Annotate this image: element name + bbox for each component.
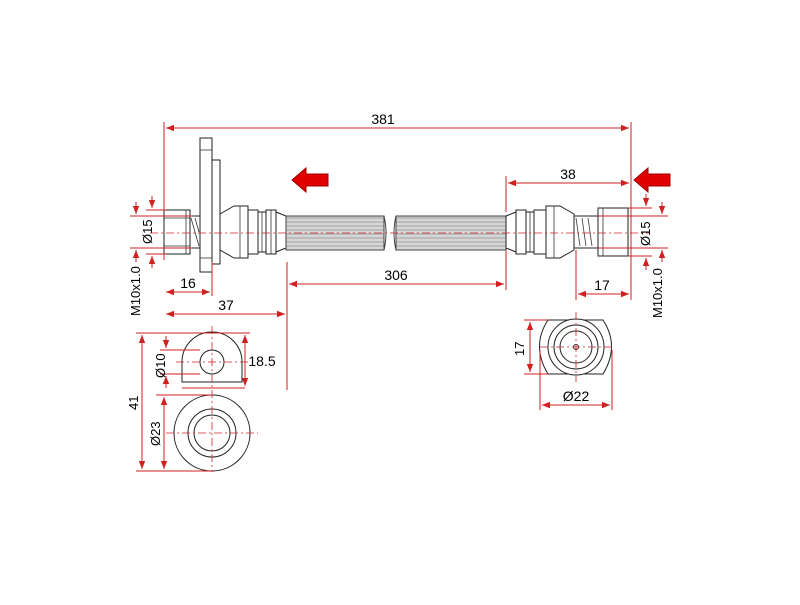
dim-left-lengths: 16 37 bbox=[166, 262, 288, 390]
right-hex-diameter-label: Ø15 bbox=[638, 221, 653, 246]
right-end-view bbox=[539, 312, 612, 382]
right-end-length-label: 38 bbox=[560, 166, 576, 182]
right-thread-length-label: 17 bbox=[594, 277, 610, 293]
hose bbox=[285, 215, 507, 251]
left-hex-diameter-label: Ø15 bbox=[140, 219, 155, 244]
dim-right-hex: Ø15 M10x1.0 17 bbox=[575, 194, 668, 318]
left-thread-spec-label: M10x1.0 bbox=[128, 266, 143, 316]
bracket-view bbox=[166, 326, 258, 472]
dim-bracket: Ø10 18.5 41 Ø23 bbox=[126, 332, 276, 472]
right-hex-outer-label: Ø22 bbox=[563, 388, 590, 404]
bracket-height-label: 41 bbox=[126, 396, 141, 410]
total-length-label: 381 bbox=[371, 111, 395, 127]
dim-left-hex: Ø15 M10x1.0 bbox=[128, 196, 192, 316]
bracket-hole-spacing-label: 18.5 bbox=[248, 353, 275, 369]
left-thread-length-label: 16 bbox=[180, 275, 196, 291]
bracket-hole-small-label: Ø10 bbox=[153, 353, 168, 378]
right-thread-spec-label: M10x1.0 bbox=[650, 268, 665, 318]
left-fitting bbox=[163, 137, 287, 273]
dim-hose-length: 306 bbox=[289, 250, 507, 290]
bracket-hole-large-label: Ø23 bbox=[148, 421, 163, 446]
dim-right-end: 38 bbox=[505, 166, 629, 212]
right-hex-flat-label: 17 bbox=[512, 342, 527, 356]
arrow-left-icon bbox=[291, 166, 329, 194]
arrow-left-icon bbox=[633, 166, 671, 194]
hose-length-label: 306 bbox=[384, 267, 408, 283]
dim-right-end-view: 17 Ø22 bbox=[512, 319, 613, 410]
right-fitting bbox=[505, 205, 629, 259]
left-end-length-label: 37 bbox=[218, 297, 234, 313]
